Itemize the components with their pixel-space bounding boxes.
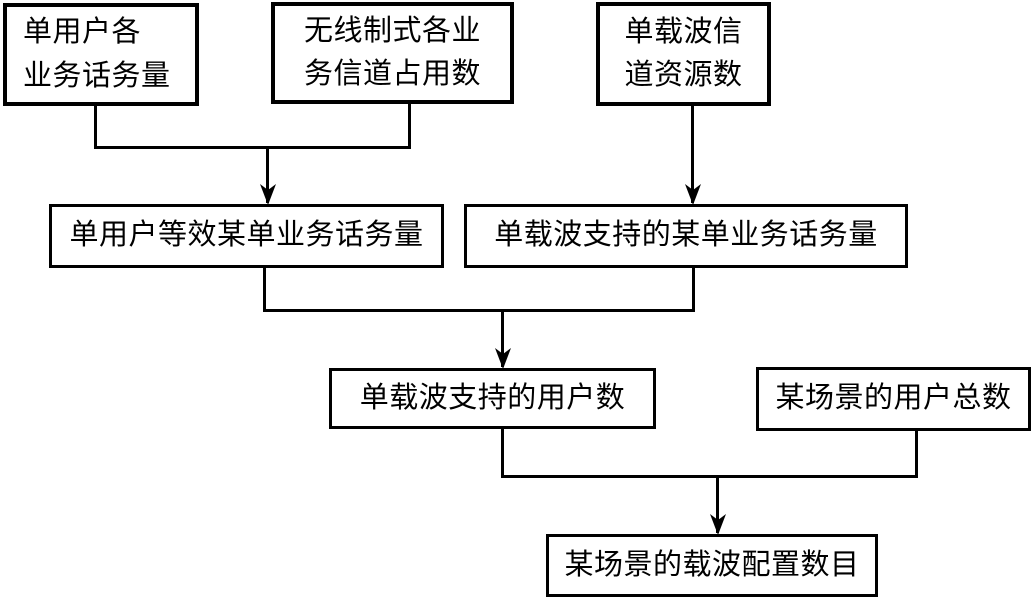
connector-segment <box>501 309 504 367</box>
arrow-down-icon <box>260 184 276 205</box>
node-single-user-traffic: 单用户各 业务话务量 <box>3 3 199 106</box>
arrow-down-icon <box>710 514 726 535</box>
node-single-carrier-supported-traffic: 单载波支持的某单业务话务量 <box>464 204 908 268</box>
connector-segment <box>266 146 269 203</box>
connector-segment <box>263 267 266 312</box>
node-single-carrier-supported-users: 单载波支持的用户数 <box>329 368 656 429</box>
connector-segment <box>408 103 411 149</box>
node-scenario-total-users: 某场景的用户总数 <box>756 367 1031 431</box>
connector-segment <box>501 428 504 478</box>
connector-segment <box>691 106 694 203</box>
connector-segment <box>94 105 97 149</box>
connector-segment <box>263 309 695 312</box>
node-scenario-carrier-config-count: 某场景的载波配置数目 <box>546 534 878 597</box>
connector-segment <box>692 267 695 312</box>
node-single-carrier-channel-resources: 单载波信 道资源数 <box>596 2 771 106</box>
node-single-user-equivalent-traffic: 单用户等效某单业务话务量 <box>49 204 444 268</box>
node-radio-standard-channel-occupancy: 无线制式各业 务信道占用数 <box>271 2 514 104</box>
arrow-down-icon <box>685 184 701 205</box>
connector-segment <box>501 475 918 478</box>
connector-segment <box>915 430 918 478</box>
arrow-down-icon <box>495 348 511 369</box>
connector-segment <box>94 146 411 149</box>
connector-segment <box>716 475 719 533</box>
